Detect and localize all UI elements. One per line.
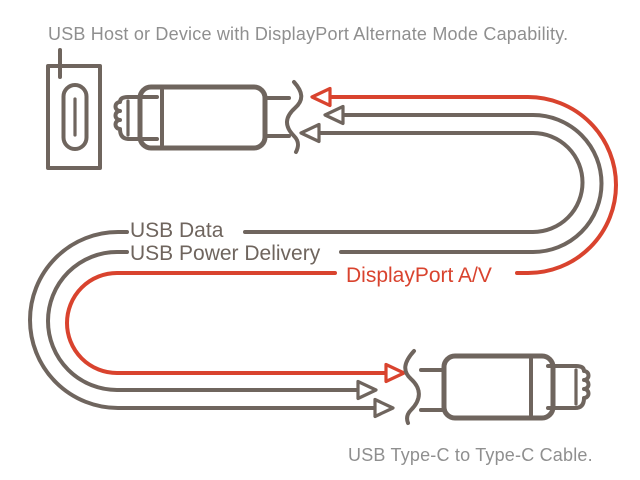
wire-power-bottom [46, 250, 359, 392]
arrow-left-power-icon [323, 104, 345, 126]
wire-data-bottom [28, 230, 376, 410]
arrow-left-displayport-icon [310, 86, 332, 108]
wire-power-top [339, 113, 604, 254]
usb-c-port-icon [46, 48, 102, 170]
usb-c-plug-bottom-icon [419, 353, 591, 421]
label-usb-data: USB Data [130, 219, 224, 242]
wire-displayport-top [329, 95, 618, 275]
caption-top: USB Host or Device with DisplayPort Alte… [48, 24, 568, 44]
label-usb-power-delivery: USB Power Delivery [130, 242, 321, 265]
arrow-right-data-icon [373, 397, 395, 419]
caption-bottom: USB Type-C to Type-C Cable. [348, 445, 593, 465]
wire-displayport-bottom [65, 271, 387, 375]
wire-data-top [243, 131, 585, 234]
arrow-right-power-icon [356, 379, 378, 401]
label-displayport-av: DisplayPort A/V [346, 264, 492, 287]
arrow-right-displayport-icon [384, 362, 406, 384]
cable-break-bottom-icon [403, 349, 421, 425]
cable-break-top-icon [285, 80, 304, 154]
usb-c-plug-top-icon [113, 84, 291, 151]
arrow-left-data-icon [299, 122, 321, 144]
